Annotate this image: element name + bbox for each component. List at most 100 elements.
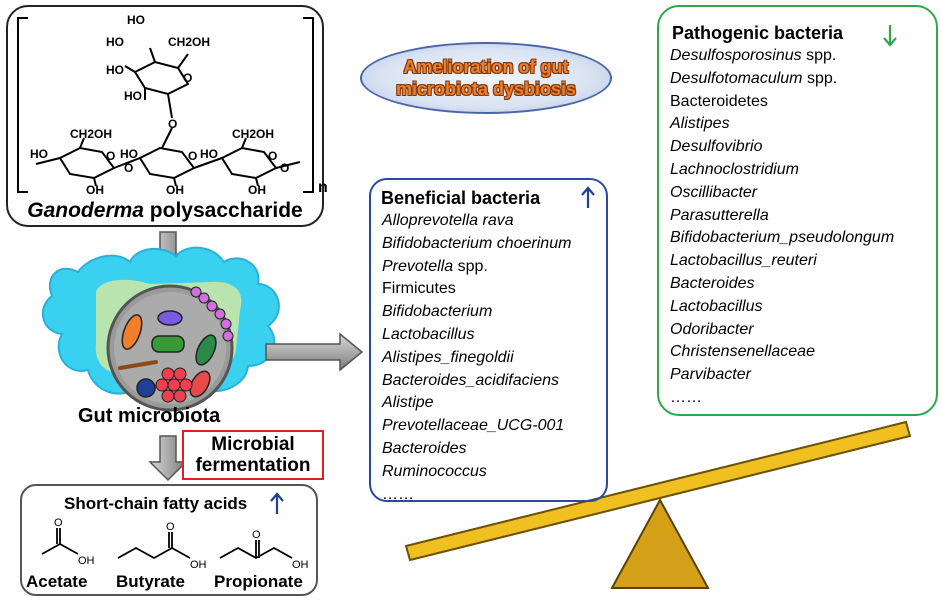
gut-illustration — [42, 246, 280, 412]
ho-left-2: HO — [120, 147, 138, 161]
beneficial-item: Lactobacillus — [382, 324, 571, 347]
pathogenic-item-name: Alistipes — [670, 115, 730, 133]
seesaw-beam — [404, 420, 912, 562]
pathogenic-list: Desulfosporosinus spp.Desulfotomaculum s… — [670, 45, 894, 410]
beneficial-item-name: Prevotellaceae_UCG-001 — [382, 417, 565, 435]
pathogenic-item-name: Lactobacillus_reuteri — [670, 252, 817, 270]
beneficial-item: Bacteroides_acidifaciens — [382, 370, 571, 393]
pathogenic-item: Odoribacter — [670, 319, 894, 342]
beneficial-item-name: Bacteroides_acidifaciens — [382, 371, 559, 389]
pathogenic-item-name: Desulfotomaculum — [670, 69, 803, 87]
pathogenic-item-name: Bacteroides — [670, 274, 755, 292]
pathogenic-item: Parasutterella — [670, 205, 894, 228]
beneficial-item-name: Firmicutes — [382, 280, 456, 298]
o-ring-3: O — [268, 149, 277, 163]
pathogenic-item-name: Lachnoclostridium — [670, 160, 799, 178]
pathogenic-item-name: Bifidobacterium_pseudolongum — [670, 229, 895, 247]
branch-ch2oh: CH2OH — [168, 35, 210, 49]
beneficial-item: Bacteroides — [382, 438, 571, 461]
pathogenic-item-name: Parvibacter — [670, 366, 751, 384]
pathogenic-item: Parvibacter — [670, 364, 894, 387]
butyrate-oh: OH — [190, 559, 207, 571]
seesaw-fulcrum — [610, 497, 710, 589]
beneficial-item-name: Alistipes_finegoldii — [382, 348, 514, 366]
pathogenic-bacteria-box: Pathogenic bacteria Desulfosporosinus sp… — [657, 5, 938, 416]
pathogenic-item-name: Parasutterella — [670, 206, 769, 224]
beneficial-item-name: Bifidobacterium choerinum — [382, 234, 572, 252]
fermentation-line2: fermentation — [195, 455, 311, 476]
propionate-label: Propionate — [214, 572, 303, 591]
acetate-label: Acetate — [26, 572, 88, 591]
scfa-box: Short-chain fatty acids O OH O OH O OH — [20, 484, 318, 596]
beneficial-item: Alistipes_finegoldii — [382, 347, 571, 370]
ho-left-1: HO — [30, 147, 48, 161]
branch-ho-left: HO — [106, 35, 124, 49]
pathogenic-item-suffix: spp. — [801, 47, 837, 64]
oh-bottom-3: OH — [248, 183, 266, 197]
beneficial-up-arrow-icon — [581, 186, 595, 208]
pathogenic-item-name: Desulfovibrio — [670, 138, 763, 156]
pathogenic-item-name: …… — [670, 388, 702, 406]
pathogenic-item: Lactobacillus — [670, 296, 894, 319]
branch-ho-mid: HO — [106, 63, 124, 77]
branch-ho-top: HO — [127, 13, 145, 27]
scfa-structures: O OH O OH O OH — [41, 517, 309, 571]
beneficial-item-name: Bifidobacterium — [382, 303, 493, 321]
pathogenic-item-name: Desulfosporosinus — [670, 47, 802, 64]
pathogenic-item: Christensenellaceae — [670, 341, 894, 364]
pathogenic-item-name: Lactobacillus — [670, 297, 763, 315]
beneficial-item: Bifidobacterium choerinum — [382, 233, 571, 256]
beneficial-item: Alistipe — [382, 392, 571, 415]
pathogenic-item: Alistipes — [670, 113, 894, 136]
beneficial-item: Prevotellaceae_UCG-001 — [382, 415, 571, 438]
butyrate-label: Butyrate — [116, 572, 185, 591]
branch-o-ring: O — [183, 71, 192, 85]
gut-microbiota-label: Gut microbiota — [78, 405, 221, 427]
branch-ho-low: HO — [124, 89, 142, 103]
o-ring-1: O — [106, 149, 115, 163]
beneficial-item-name: Prevotella — [382, 257, 454, 275]
pathogenic-item: Oscillibacter — [670, 182, 894, 205]
beneficial-item-name: Alistipe — [382, 394, 434, 412]
beneficial-item: Alloprevotella rava — [382, 210, 571, 233]
pathogenic-item-suffix: spp. — [802, 69, 838, 87]
polysaccharide-box: Ganoderma polysaccharide — [6, 5, 324, 227]
beneficial-item-name: Ruminococcus — [382, 462, 487, 480]
o-link-left: O — [124, 161, 133, 175]
pathogenic-item: Desulfotomaculum spp. — [670, 68, 894, 91]
pathogenic-item: Lachnoclostridium — [670, 159, 894, 182]
beneficial-item: Bifidobacterium — [382, 301, 571, 324]
acetate-oh: OH — [78, 555, 95, 567]
beneficial-item: …… — [382, 484, 571, 507]
amelioration-text: Amelioration of gut microbiota dysbiosis — [395, 57, 577, 99]
pathogenic-item: Bifidobacterium_pseudolongum — [670, 227, 894, 250]
propionate-o: O — [252, 529, 261, 541]
pathogenic-item: …… — [670, 387, 894, 410]
microbial-fermentation-box: Microbial fermentation — [182, 430, 324, 480]
pathogenic-item: Bacteroides — [670, 273, 894, 296]
fermentation-line1: Microbial — [211, 434, 295, 455]
beneficial-item: Firmicutes — [382, 278, 571, 301]
o-link-right: O — [280, 161, 289, 175]
propionate-oh: OH — [292, 559, 309, 571]
oh-bottom-1: OH — [86, 183, 104, 197]
acetate-o: O — [54, 517, 63, 529]
right-arrow-to-beneficial — [265, 332, 364, 372]
beneficial-item-name: …… — [382, 485, 414, 503]
amelioration-ellipse: Amelioration of gut microbiota dysbiosis — [360, 42, 612, 114]
pathogenic-item: Bacteroidetes — [670, 91, 894, 114]
beneficial-title: Beneficial bacteria — [381, 188, 541, 208]
pathogenic-item-name: Bacteroidetes — [670, 92, 768, 110]
beneficial-item-name: Lactobacillus — [382, 325, 475, 343]
repeat-n: n — [318, 179, 328, 196]
pathogenic-item-name: Christensenellaceae — [670, 343, 815, 361]
beneficial-item-name: Alloprevotella rava — [382, 212, 514, 229]
beneficial-item: Ruminococcus — [382, 461, 571, 484]
scfa-up-arrow-icon — [270, 492, 284, 514]
butyrate-o: O — [166, 521, 175, 533]
o-ring-2: O — [188, 149, 197, 163]
